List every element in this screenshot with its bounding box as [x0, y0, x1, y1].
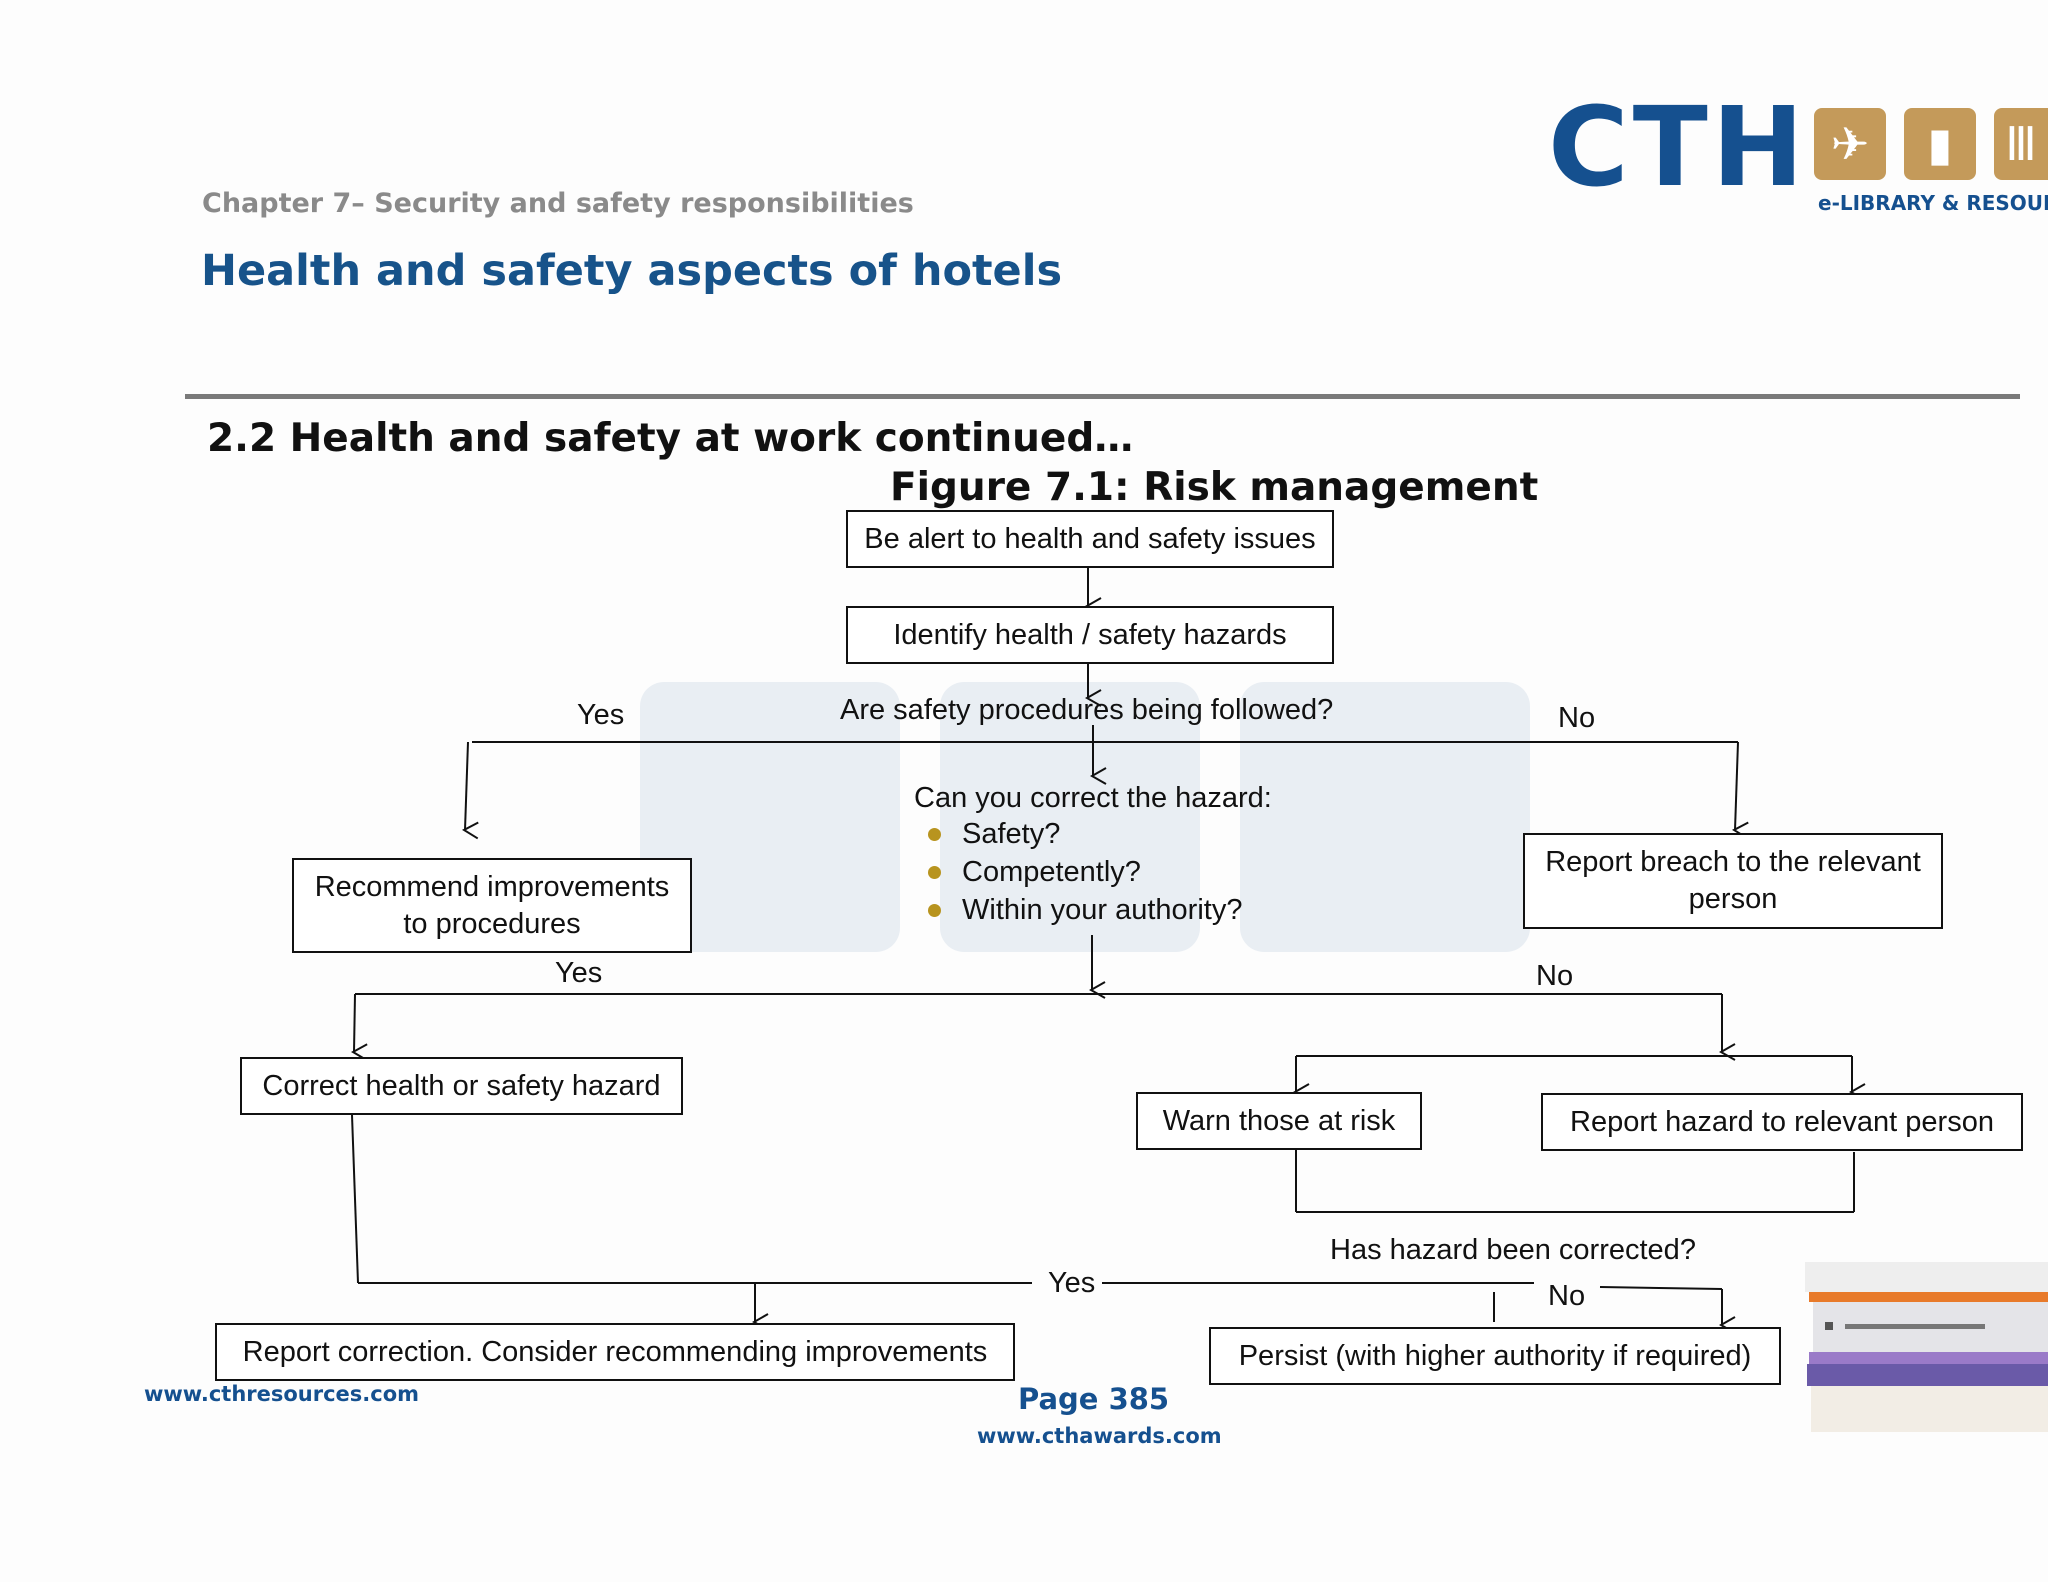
bullet-icon — [928, 904, 941, 917]
report-hazard-box: Report hazard to relevant person — [1541, 1093, 2023, 1151]
fork-icon: Ⅲ — [1994, 108, 2048, 180]
chapter-heading: Chapter 7– Security and safety responsib… — [202, 188, 914, 219]
book-stack-image — [1805, 1262, 2048, 1432]
warn-at-risk-box: Warn those at risk — [1136, 1092, 1422, 1150]
bullet-icon — [928, 828, 941, 841]
no-label-1: No — [1558, 702, 1596, 734]
criteria-safety: Safety? — [962, 818, 1061, 850]
report-correction-box: Report correction. Consider recommending… — [215, 1323, 1015, 1381]
yes-label-2: Yes — [555, 957, 603, 989]
correct-hazard-box: Correct health or safety hazard — [240, 1057, 683, 1115]
bullet-icon — [928, 866, 941, 879]
no-label-3: No — [1548, 1280, 1586, 1312]
identify-hazards-box: Identify health / safety hazards — [846, 606, 1334, 664]
correct-hazard-question-text: Can you correct the hazard: — [914, 782, 1272, 814]
list-item: Competently? — [914, 853, 1272, 891]
criteria-list: Safety? Competently? Within your authori… — [914, 815, 1272, 929]
correct-hazard-question: Can you correct the hazard: Safety? Comp… — [914, 782, 1272, 929]
criteria-competently: Competently? — [962, 856, 1141, 888]
list-item: Safety? — [914, 815, 1272, 853]
page-number: Page 385 — [1018, 1382, 1170, 1416]
corrected-question: Has hazard been corrected? — [1330, 1234, 1696, 1266]
procedures-question: Are safety procedures being followed? — [840, 694, 1334, 726]
cthawards-link[interactable]: www.cthawards.com — [977, 1424, 1222, 1448]
yes-label-1: Yes — [577, 699, 625, 731]
figure-title: Figure 7.1: Risk management — [890, 465, 1539, 510]
criteria-authority: Within your authority? — [962, 894, 1243, 926]
resources-link[interactable]: www.cthresources.com — [144, 1382, 420, 1406]
report-breach-box: Report breach to the relevant person — [1523, 833, 1943, 929]
glass-icon: ▮ — [1904, 108, 1976, 180]
header-divider — [185, 394, 2020, 399]
watermark-logo — [640, 682, 1530, 952]
no-label-2: No — [1536, 960, 1574, 992]
yes-label-3: Yes — [1048, 1267, 1096, 1299]
logo-subtitle: e-LIBRARY & RESOURCE — [1818, 191, 2048, 215]
persist-box: Persist (with higher authority if requir… — [1209, 1327, 1781, 1385]
recommend-improvements-box: Recommend improvements to procedures — [292, 858, 692, 953]
plane-icon: ✈ — [1814, 108, 1886, 180]
page-title: Health and safety aspects of hotels — [201, 246, 1063, 296]
cth-logo: CTH — [1548, 83, 1808, 211]
alert-box: Be alert to health and safety issues — [846, 510, 1334, 568]
section-title: 2.2 Health and safety at work continued… — [207, 416, 1134, 461]
list-item: Within your authority? — [914, 891, 1272, 929]
